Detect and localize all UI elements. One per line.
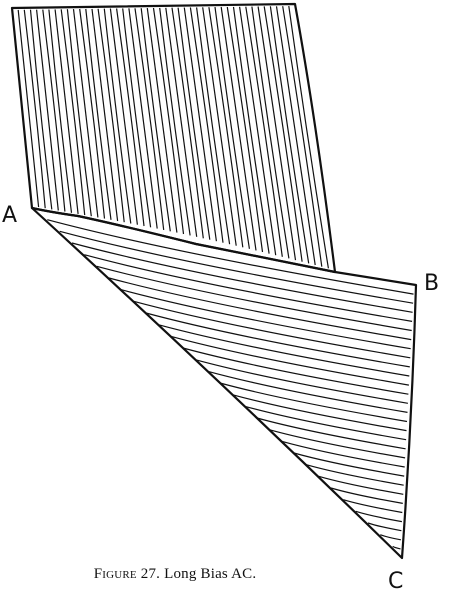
vertical-stripe: [232, 6, 270, 254]
vertical-stripe: [152, 7, 185, 235]
vertical-stripe: [103, 8, 132, 224]
bias-stripe: [355, 510, 403, 523]
point-b-label: B: [424, 271, 439, 296]
bias-stripe: [293, 452, 405, 477]
vertical-stripe: [177, 7, 211, 240]
bias-stripe: [108, 277, 412, 341]
bias-stripe: [207, 370, 408, 413]
bias-stripe: [71, 242, 413, 313]
point-c-label: C: [388, 569, 403, 594]
figure-caption: Figure 27. Long Bias AC.: [0, 566, 350, 583]
bias-stripe: [281, 440, 405, 468]
bias-stripe: [195, 359, 409, 404]
vertical-stripe: [196, 7, 231, 245]
bias-stripe: [392, 545, 401, 550]
vertical-stripe: [263, 6, 303, 262]
vertical-stripe: [140, 8, 171, 232]
vertical-stripe: [116, 8, 145, 227]
bias-stripe: [145, 312, 410, 368]
vertical-stripe: [128, 8, 158, 229]
bias-stripe: [380, 534, 402, 541]
vertical-stripe: [282, 6, 323, 267]
bias-stripe: [158, 324, 410, 377]
bias-stripe: [318, 475, 404, 495]
bias-stripe: [343, 499, 403, 514]
vertical-stripe: [85, 8, 112, 220]
vertical-stripe: [23, 9, 46, 209]
vertical-stripe: [183, 7, 217, 242]
vertical-stripe: [226, 6, 264, 253]
bias-stripe: [47, 219, 414, 295]
bias-stripe: [121, 289, 411, 350]
vertical-stripe: [72, 9, 99, 218]
vertical-stripe: [97, 8, 125, 223]
vertical-stripe: [146, 8, 178, 233]
vertical-stripe: [202, 7, 237, 246]
vertical-stripe: [214, 7, 250, 249]
bias-stripe: [306, 464, 404, 486]
vertical-stripe: [42, 9, 66, 212]
caption-text: Long Bias AC.: [164, 566, 257, 582]
vertical-stripe: [245, 6, 283, 257]
vertical-stripe: [109, 8, 138, 225]
bias-stripe: [232, 394, 407, 432]
vertical-stripe: [66, 9, 92, 217]
bias-stripe: [170, 335, 410, 386]
upper-panel-vertical-stripes: [17, 6, 329, 269]
bias-stripe: [59, 230, 414, 304]
vertical-stripe: [239, 6, 277, 256]
bias-stripe: [330, 487, 403, 504]
point-a-label: A: [2, 203, 17, 228]
vertical-stripe: [251, 6, 290, 259]
vertical-stripe: [29, 9, 53, 210]
vertical-stripe: [269, 6, 310, 264]
vertical-stripe: [220, 6, 257, 251]
bias-stripe: [182, 347, 409, 395]
bias-stripe: [256, 417, 406, 450]
vertical-stripe: [165, 7, 198, 237]
vertical-stripe: [122, 8, 152, 228]
vertical-stripe: [60, 9, 86, 216]
vertical-stripe: [36, 9, 59, 211]
bias-stripe: [219, 382, 408, 423]
bias-stripe: [269, 429, 406, 459]
bias-stripe: [84, 254, 413, 322]
vertical-stripe: [159, 7, 191, 236]
vertical-stripe: [134, 8, 165, 230]
vertical-stripe: [54, 9, 79, 214]
bias-stripe: [133, 300, 411, 359]
bias-stripe: [367, 522, 402, 532]
vertical-stripe: [257, 6, 297, 261]
vertical-stripe: [208, 7, 244, 248]
bias-stripe: [244, 405, 407, 441]
vertical-stripe: [79, 8, 106, 219]
lower-panel-bias-stripes: [47, 219, 414, 550]
vertical-stripe: [48, 9, 73, 213]
vertical-stripe: [91, 8, 119, 222]
vertical-stripe: [17, 9, 40, 208]
vertical-stripe: [275, 6, 316, 266]
lower-panel-outline: [30, 206, 418, 560]
vertical-stripe: [171, 7, 204, 239]
vertical-stripe: [189, 7, 224, 243]
bias-stripe: [96, 265, 412, 332]
vertical-stripe: [288, 6, 329, 269]
figure-number: Figure 27.: [93, 566, 161, 582]
